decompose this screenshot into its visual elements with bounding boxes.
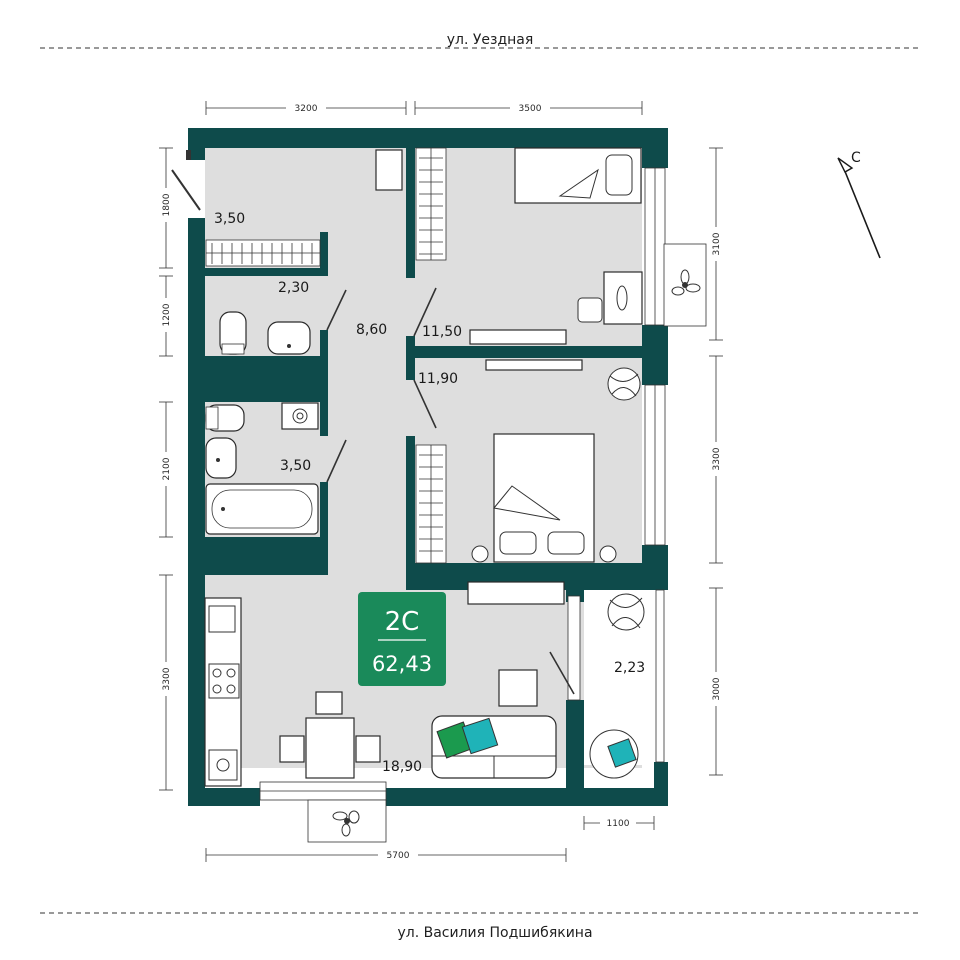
sink-icon bbox=[205, 437, 237, 479]
lamp-icon bbox=[599, 545, 617, 563]
dim-left-2: 1200 bbox=[162, 303, 172, 326]
bedroom-1-door bbox=[413, 287, 437, 337]
area-balcony: 2,23 bbox=[614, 660, 645, 676]
dim-top-right: 3500 bbox=[519, 104, 542, 114]
area-bathroom: 3,50 bbox=[280, 458, 311, 474]
area-wardrobe: 3,50 bbox=[214, 211, 245, 227]
chair-icon bbox=[355, 735, 381, 763]
bedroom-1-bed bbox=[514, 147, 642, 204]
ac-unit-bottom bbox=[307, 799, 387, 843]
area-bedroom-2: 11,90 bbox=[418, 371, 458, 387]
fan-icon bbox=[680, 269, 690, 285]
dim-right-1: 3100 bbox=[712, 232, 722, 255]
dim-top-left: 3200 bbox=[295, 104, 318, 114]
lamp-icon bbox=[471, 545, 489, 563]
chair-icon bbox=[279, 735, 305, 763]
balcony-door bbox=[549, 651, 575, 695]
stove-icon bbox=[208, 663, 240, 699]
walls bbox=[188, 128, 668, 806]
sink-icon bbox=[267, 321, 311, 355]
bathroom-door bbox=[326, 439, 347, 483]
dim-left-4: 3300 bbox=[162, 667, 172, 690]
bathroom-fixtures bbox=[205, 402, 319, 535]
badge-type: 2С bbox=[385, 607, 420, 637]
fan-icon bbox=[332, 811, 348, 821]
bedroom-2-bed bbox=[471, 433, 617, 563]
dimensions-top: 3200 3500 bbox=[205, 101, 643, 115]
dim-right-2: 3300 bbox=[712, 447, 722, 470]
dimensions-right: 3100 3300 3000 bbox=[709, 147, 723, 776]
area-hall: 8,60 bbox=[356, 322, 387, 338]
bedroom-2-wardrobe bbox=[415, 444, 447, 564]
room-area-labels: 3,50 2,30 8,60 11,50 11,90 3,50 18,90 2,… bbox=[214, 211, 645, 775]
windows bbox=[259, 167, 666, 801]
dimensions-left: 1800 1200 2100 3300 bbox=[159, 147, 173, 791]
bedroom-1-desk bbox=[577, 271, 643, 325]
compass: С bbox=[837, 150, 881, 259]
dining-table bbox=[279, 691, 381, 779]
compass-label: С bbox=[851, 150, 861, 166]
area-kitchen-living: 18,90 bbox=[382, 759, 422, 775]
bedroom-1-tv bbox=[469, 329, 567, 345]
wc-fixtures bbox=[219, 311, 311, 355]
bedroom-2-door bbox=[413, 379, 437, 429]
area-wc: 2,30 bbox=[278, 280, 309, 296]
fridge-icon bbox=[208, 749, 238, 781]
hall-bench bbox=[375, 149, 403, 191]
sofa bbox=[431, 715, 557, 779]
hanger-rack bbox=[211, 243, 313, 264]
area-bedroom-1: 11,50 bbox=[422, 324, 462, 340]
street-bottom-label: ул. Василия Подшибякина bbox=[397, 925, 592, 941]
street-top-label: ул. Уездная bbox=[447, 32, 534, 48]
entrance-door bbox=[171, 169, 201, 211]
badge-area: 62,43 bbox=[372, 652, 432, 676]
ac-unit-top bbox=[663, 243, 707, 327]
compass-arrow-icon bbox=[841, 163, 881, 259]
kitchen-sink-icon bbox=[208, 605, 236, 633]
washing-machine-icon bbox=[281, 402, 319, 430]
bedroom-2-plant bbox=[607, 367, 641, 401]
apartment-badge: 2С 62,43 bbox=[358, 592, 446, 686]
dim-right-3: 3000 bbox=[712, 677, 722, 700]
wardrobe-closet bbox=[205, 239, 321, 267]
wc-door bbox=[326, 289, 347, 331]
chair-icon bbox=[315, 691, 343, 715]
balcony-furniture bbox=[589, 593, 645, 779]
dim-left-3: 2100 bbox=[162, 457, 172, 480]
dim-bottom-main: 5700 bbox=[387, 851, 410, 861]
dim-left-1: 1800 bbox=[162, 193, 172, 216]
coffee-table-icon bbox=[498, 669, 538, 707]
bedroom-1-wardrobe bbox=[415, 147, 447, 261]
living-tv-unit bbox=[467, 581, 565, 605]
bedroom-2-tv bbox=[485, 359, 583, 371]
dim-bottom-balcony: 1100 bbox=[607, 819, 630, 829]
pillow-teal bbox=[461, 717, 499, 755]
kitchen-counter bbox=[204, 597, 242, 787]
compass-arrowhead-icon bbox=[837, 157, 854, 173]
dimensions-bottom: 5700 1100 bbox=[205, 816, 655, 862]
